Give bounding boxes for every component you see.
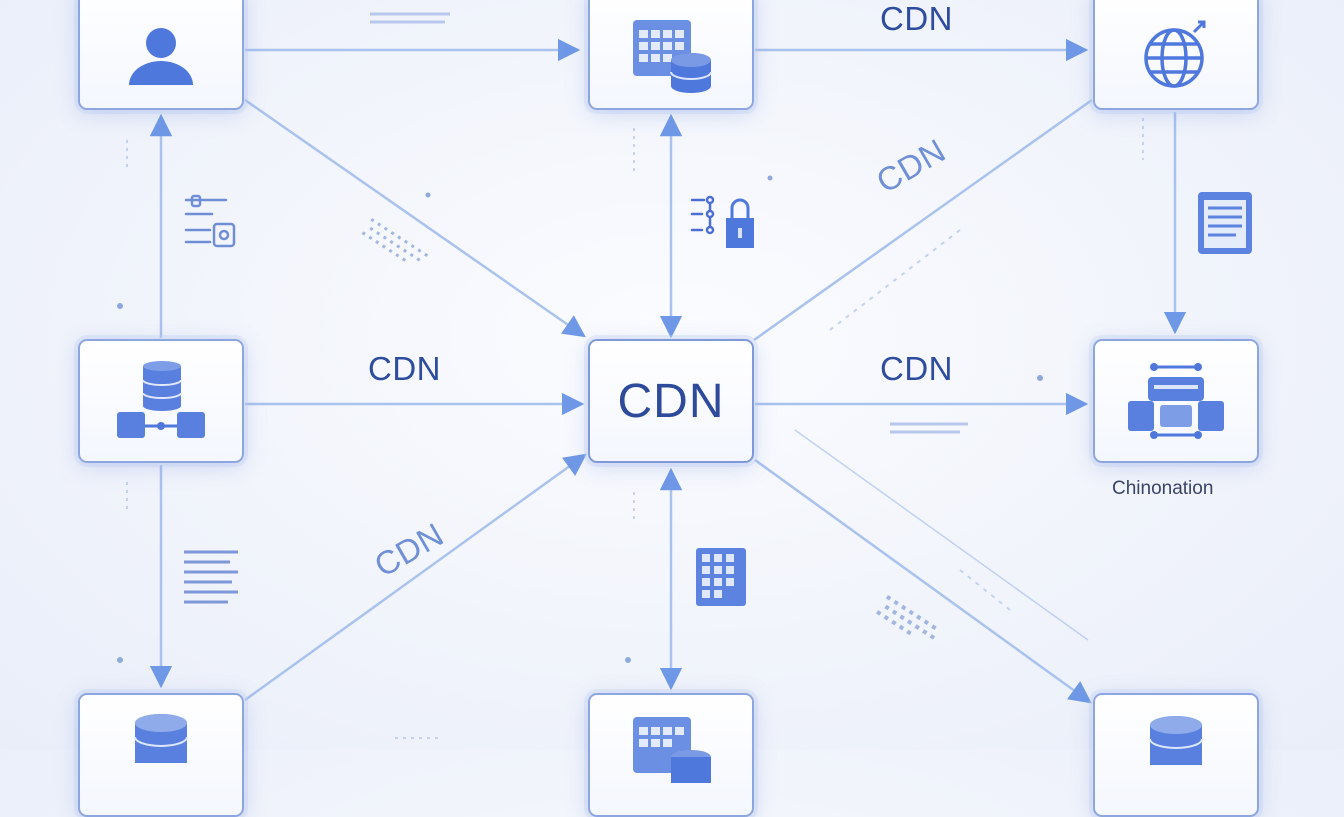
text-list-icon — [184, 550, 238, 604]
node-top-right[interactable] — [1093, 0, 1259, 110]
node-bottom-right[interactable] — [1093, 693, 1259, 817]
node-caption-middle-right: Chinonation — [1112, 478, 1214, 499]
database-server-icon — [117, 361, 205, 438]
dot-marker — [117, 657, 123, 663]
node-bottom-middle[interactable] — [588, 693, 754, 817]
document-list-icon — [1198, 192, 1252, 254]
dot-marker — [425, 192, 431, 198]
node-middle-right[interactable] — [1093, 339, 1259, 463]
globe-icon — [1144, 20, 1206, 88]
edge-label-right-middle: CDN — [880, 350, 953, 387]
edge-tl-center — [244, 98, 586, 338]
lock-settings-icon — [690, 195, 754, 248]
grid-document-icon — [696, 548, 746, 606]
edge-label-left-middle: CDN — [368, 350, 441, 387]
edge-tr-center — [753, 98, 1093, 342]
node-top-left[interactable] — [78, 0, 244, 110]
user-icon — [129, 28, 193, 85]
dotted-guide — [829, 229, 961, 331]
dot-marker — [1037, 375, 1043, 381]
connector-layer — [117, 12, 1187, 739]
calendar-database-icon — [633, 20, 712, 93]
dotted-guide — [959, 569, 1011, 611]
database-icon — [134, 714, 188, 763]
edge-br-extra — [794, 429, 1089, 641]
dot-hatch-lower — [876, 595, 937, 640]
network-server-icon — [1128, 363, 1224, 439]
edge-label-top-right: CDN — [880, 0, 953, 37]
node-top-middle[interactable] — [588, 0, 754, 110]
edge-center-br — [754, 458, 1092, 704]
node-middle-left[interactable] — [78, 339, 244, 463]
edge-bl-center — [244, 453, 587, 702]
node-center-cdn[interactable]: CDN — [588, 339, 754, 463]
calendar-database-icon — [633, 717, 711, 783]
center-node-label: CDN — [617, 374, 725, 428]
dot-marker — [767, 175, 773, 181]
dot-marker — [625, 657, 631, 663]
database-icon — [1149, 716, 1203, 765]
node-bottom-left[interactable] — [78, 693, 244, 817]
dot-hatch-upper — [361, 218, 429, 262]
sliders-icon — [184, 194, 236, 248]
dot-marker — [117, 303, 123, 309]
